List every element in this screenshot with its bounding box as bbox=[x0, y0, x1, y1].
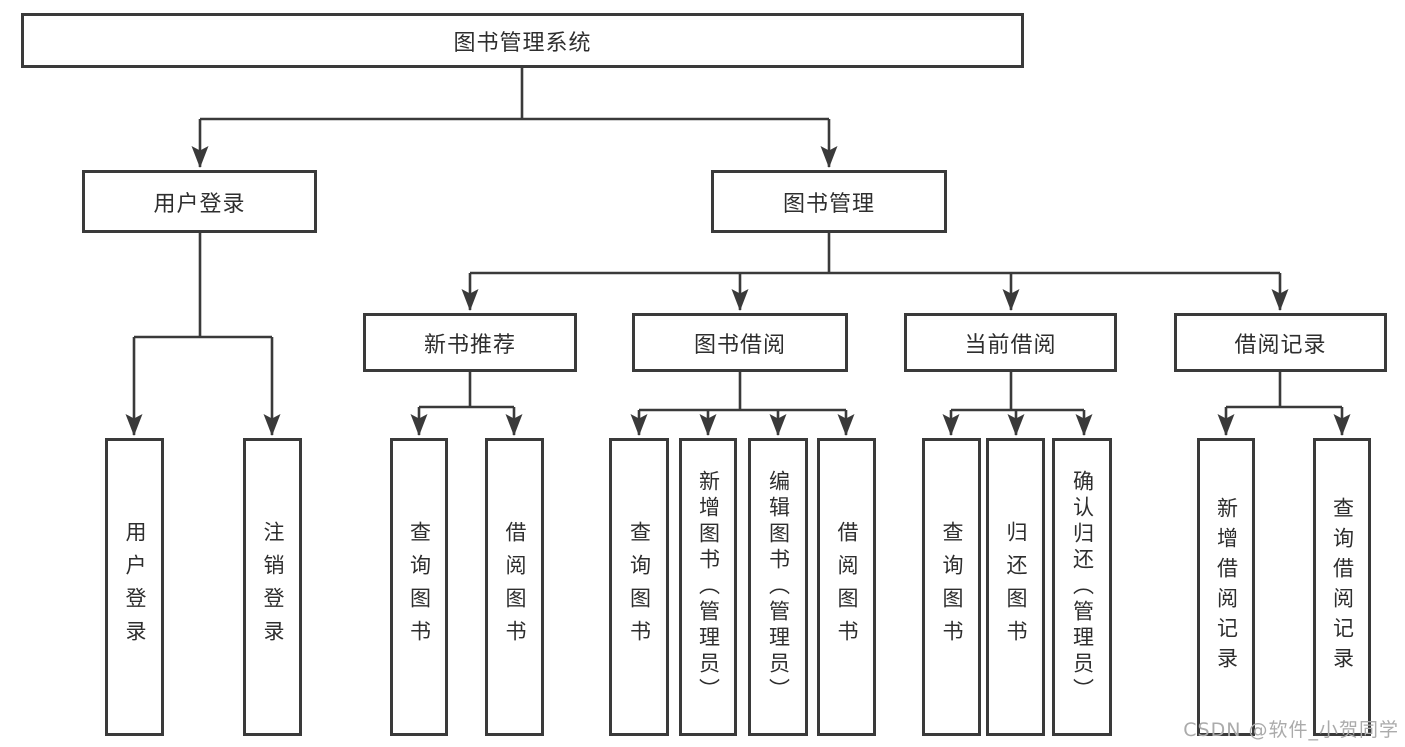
node-leaf-logout: 注销登录 bbox=[243, 438, 302, 736]
node-leaf-query-borrow-record: 查询借阅记录 bbox=[1313, 438, 1371, 736]
node-leaf-query-books-rec-label: 查询图书 bbox=[407, 521, 432, 653]
connector-book-mgmt-children bbox=[461, 233, 1289, 311]
node-leaf-query-borrow-record-label: 查询借阅记录 bbox=[1330, 497, 1355, 677]
csdn-watermark: CSDN @软件_小贺同学 bbox=[1183, 719, 1399, 741]
node-leaf-confirm-return-admin-label: 确认归还（管理员） bbox=[1070, 470, 1095, 704]
node-leaf-user-login-label: 用户登录 bbox=[123, 521, 147, 653]
node-leaf-borrow-books-rec: 借阅图书 bbox=[485, 438, 544, 736]
node-book-borrow: 图书借阅 bbox=[632, 313, 848, 372]
node-leaf-add-book-admin-label: 新增图书（管理员） bbox=[696, 470, 721, 704]
node-leaf-edit-book-admin: 编辑图书（管理员） bbox=[748, 438, 808, 736]
node-user-login: 用户登录 bbox=[82, 170, 317, 233]
node-leaf-borrow-books-borrow-label: 借阅图书 bbox=[835, 521, 859, 653]
connector-current-borrow-children bbox=[942, 372, 1093, 436]
node-leaf-add-book-admin: 新增图书（管理员） bbox=[679, 438, 737, 736]
node-leaf-query-books-borrow-label: 查询图书 bbox=[627, 521, 652, 653]
node-leaf-add-borrow-record-label: 新增借阅记录 bbox=[1214, 497, 1239, 677]
node-new-book-rec-label: 新书推荐 bbox=[423, 332, 516, 358]
node-borrow-records: 借阅记录 bbox=[1174, 313, 1387, 372]
node-leaf-query-books-rec: 查询图书 bbox=[390, 438, 448, 736]
node-leaf-confirm-return-admin: 确认归还（管理员） bbox=[1052, 438, 1112, 736]
node-user-login-label: 用户登录 bbox=[153, 191, 246, 217]
node-new-book-rec: 新书推荐 bbox=[363, 313, 577, 372]
connector-borrow-records-children bbox=[1217, 372, 1351, 436]
node-leaf-query-books-current: 查询图书 bbox=[922, 438, 981, 736]
node-root-label: 图书管理系统 bbox=[453, 30, 592, 56]
node-leaf-return-book-label: 归还图书 bbox=[1004, 521, 1028, 653]
node-leaf-return-book: 归还图书 bbox=[986, 438, 1045, 736]
node-leaf-add-borrow-record: 新增借阅记录 bbox=[1197, 438, 1255, 736]
node-current-borrow-label: 当前借阅 bbox=[964, 332, 1057, 358]
node-leaf-query-books-current-label: 查询图书 bbox=[940, 521, 964, 653]
connector-book-borrow-children bbox=[630, 372, 855, 436]
node-borrow-records-label: 借阅记录 bbox=[1234, 332, 1327, 358]
connector-root-to-level2 bbox=[191, 68, 838, 168]
node-leaf-borrow-books-rec-label: 借阅图书 bbox=[503, 521, 527, 653]
connector-new-book-rec-children bbox=[410, 372, 523, 436]
node-current-borrow: 当前借阅 bbox=[904, 313, 1117, 372]
node-leaf-edit-book-admin-label: 编辑图书（管理员） bbox=[766, 470, 791, 704]
node-leaf-logout-label: 注销登录 bbox=[261, 521, 285, 653]
node-leaf-query-books-borrow: 查询图书 bbox=[609, 438, 669, 736]
node-leaf-borrow-books-borrow: 借阅图书 bbox=[817, 438, 876, 736]
node-book-mgmt-label: 图书管理 bbox=[782, 191, 875, 217]
connector-user-login-children bbox=[125, 233, 281, 436]
node-leaf-user-login: 用户登录 bbox=[105, 438, 164, 736]
node-book-mgmt: 图书管理 bbox=[711, 170, 947, 233]
node-root: 图书管理系统 bbox=[21, 13, 1024, 68]
node-book-borrow-label: 图书借阅 bbox=[693, 332, 786, 358]
